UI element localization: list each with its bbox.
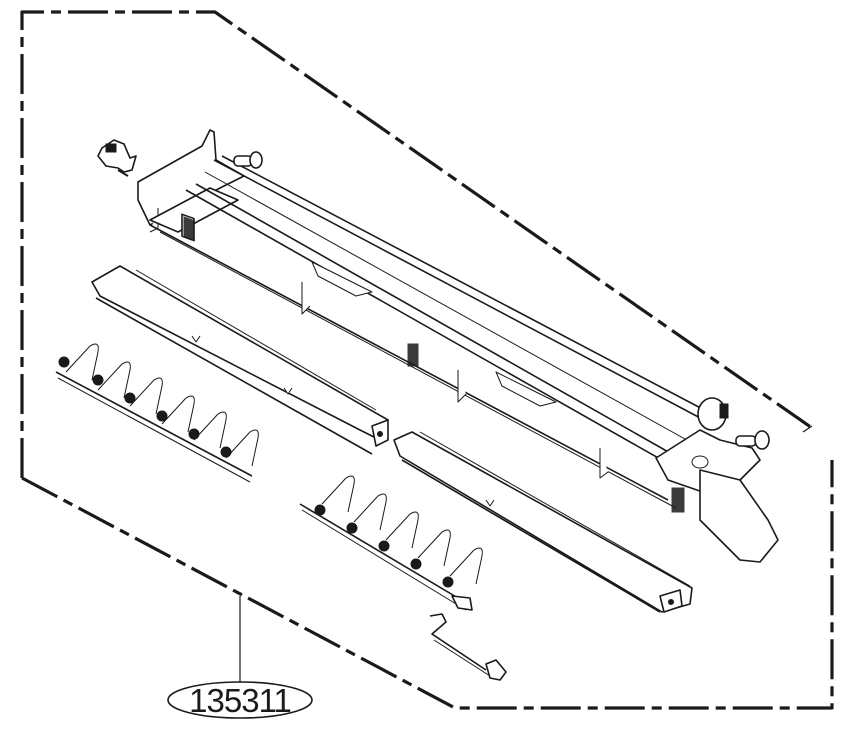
upper-guide-plate [91,265,389,455]
actuator-lever [429,613,507,681]
spring-finger-row-right [299,475,483,611]
lower-guide-plate [393,431,693,613]
spring-finger-row-left [55,343,259,483]
left-end-cap [97,139,137,177]
left-screw [233,151,263,169]
right-screw [735,430,770,450]
part-callout: 135311 [167,596,313,719]
assembly-boundary [20,10,834,710]
main-frame-assembly [137,129,779,563]
right-knob [697,397,729,431]
callout-label: 135311 [189,682,291,719]
